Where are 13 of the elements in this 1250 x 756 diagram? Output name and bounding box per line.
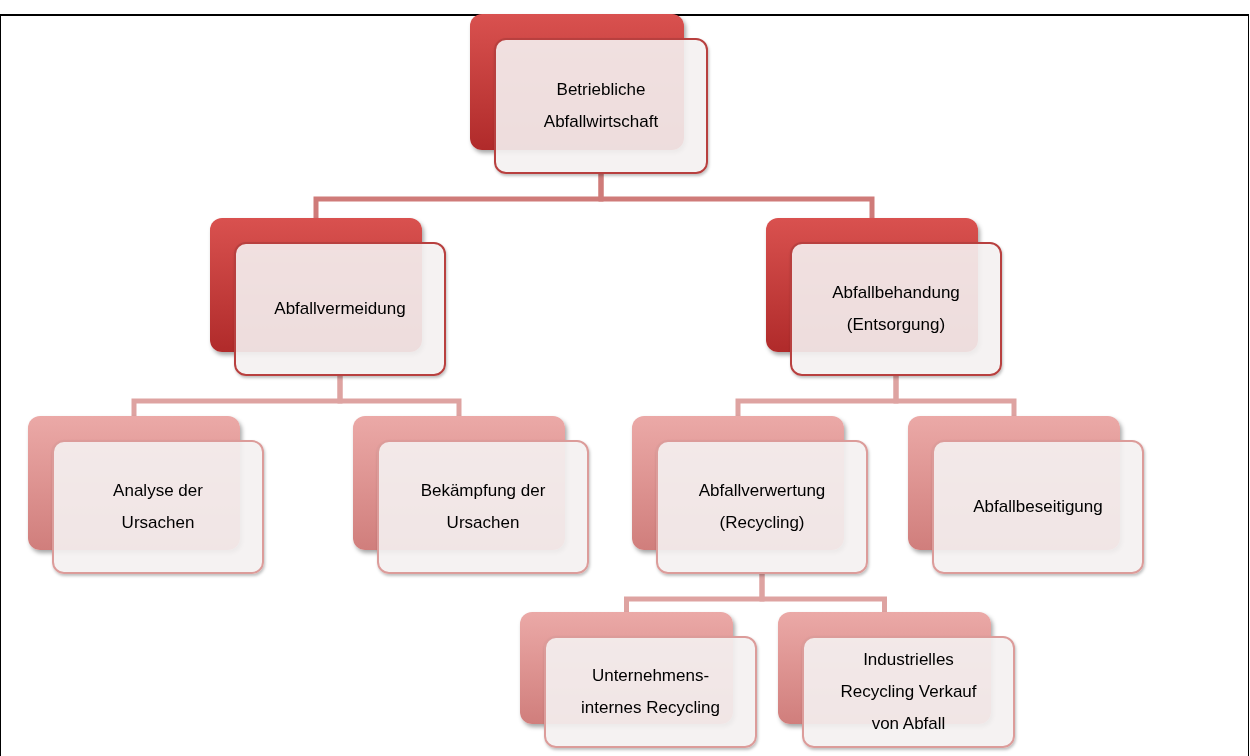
node-label: Abfallbehandung (Entsorgung) bbox=[831, 282, 961, 336]
connector-line bbox=[598, 174, 875, 218]
node-label: Unternehmens- internes Recycling bbox=[580, 665, 721, 719]
connector-line bbox=[759, 574, 887, 612]
connector-line bbox=[337, 376, 462, 416]
connector-line bbox=[893, 376, 1017, 416]
node-label: Bekämpfung der Ursachen bbox=[419, 480, 547, 534]
node-label: Industrielles Recycling Verkauf von Abfall bbox=[839, 649, 978, 735]
node-label: Analyse der Ursachen bbox=[112, 480, 204, 534]
node-label: Abfallbeseitigung bbox=[973, 496, 1103, 518]
node-label: Abfallvermeidung bbox=[274, 298, 406, 320]
node-label: Abfallverwertung (Recycling) bbox=[697, 480, 827, 534]
node-label: Betriebliche Abfallwirtschaft bbox=[542, 79, 660, 133]
